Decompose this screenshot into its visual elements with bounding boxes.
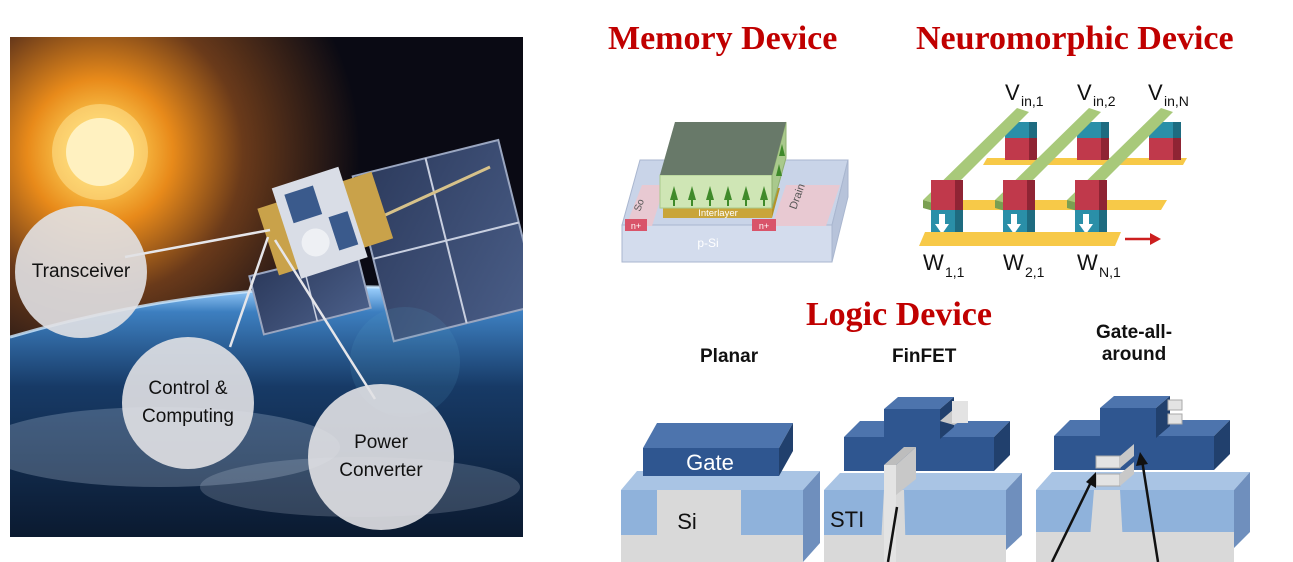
control-label-line2: Computing	[142, 406, 234, 427]
gaa-label-line2: around	[1101, 343, 1167, 365]
power-converter-bubble: Power Converter	[308, 384, 454, 530]
substrate-label: p-Si	[697, 236, 718, 250]
gate-label: Gate	[686, 450, 734, 475]
control-computing-bubble: Control & Computing	[122, 337, 254, 469]
transceiver-bubble: Transceiver	[15, 206, 147, 338]
input-label-3: V in,N	[1148, 80, 1189, 109]
finfet-label: FinFET	[892, 346, 957, 367]
input-v-3: V	[1148, 80, 1163, 105]
weight-label-1: W 1,1	[923, 250, 965, 280]
input-sub-2: in,2	[1093, 93, 1116, 109]
n-plus-left-label: n+	[631, 221, 641, 231]
input-label-1: V in,1	[1005, 80, 1044, 109]
n-plus-right-label: n+	[759, 221, 769, 231]
power-label-line2: Converter	[339, 460, 423, 481]
weight-sub-3: N,1	[1099, 264, 1121, 280]
input-label-2: V in,2	[1077, 80, 1116, 109]
weight-w-1: W	[923, 250, 944, 275]
weight-label-3: W N,1	[1077, 250, 1121, 280]
planar-transistor: Gate Si	[621, 423, 820, 562]
input-v-2: V	[1077, 80, 1092, 105]
sti-label: STI	[830, 507, 864, 532]
power-label-line1: Power	[354, 432, 408, 454]
logic-device-title: Logic Device	[806, 296, 992, 333]
neuromorphic-crossbar-diagram: V in,1 V in,2 V in,N	[919, 80, 1189, 280]
neuromorphic-device-title: Neuromorphic Device	[916, 20, 1234, 57]
input-sub-1: in,1	[1021, 93, 1044, 109]
weight-label-2: W 2,1	[1003, 250, 1045, 280]
weight-w-3: W	[1077, 250, 1098, 275]
planar-label: Planar	[700, 346, 759, 367]
weight-w-2: W	[1003, 250, 1024, 275]
gaa-label-line1: Gate-all-	[1096, 322, 1173, 343]
interlayer-label: Interlayer	[698, 208, 738, 219]
control-label-line1: Control &	[148, 378, 228, 400]
gaa-label: Gate-all- around	[1096, 322, 1172, 366]
weight-sub-2: 2,1	[1025, 264, 1045, 280]
weight-sub-1: 1,1	[945, 264, 965, 280]
input-v-1: V	[1005, 80, 1020, 105]
memory-device-title: Memory Device	[608, 20, 838, 57]
source-label: So	[632, 197, 647, 213]
satellite-image: Transceiver Control & Computing Power Co…	[10, 37, 523, 537]
memory-device-diagram: So Drain Interlayer n+ n+ p-Si	[621, 121, 849, 263]
finfet-transistor: STI	[824, 397, 1022, 562]
gaa-transistor	[1036, 396, 1250, 562]
input-sub-3: in,N	[1164, 93, 1189, 109]
transceiver-label: Transceiver	[31, 261, 131, 283]
connector-lines	[124, 228, 377, 400]
si-label: Si	[677, 509, 697, 534]
